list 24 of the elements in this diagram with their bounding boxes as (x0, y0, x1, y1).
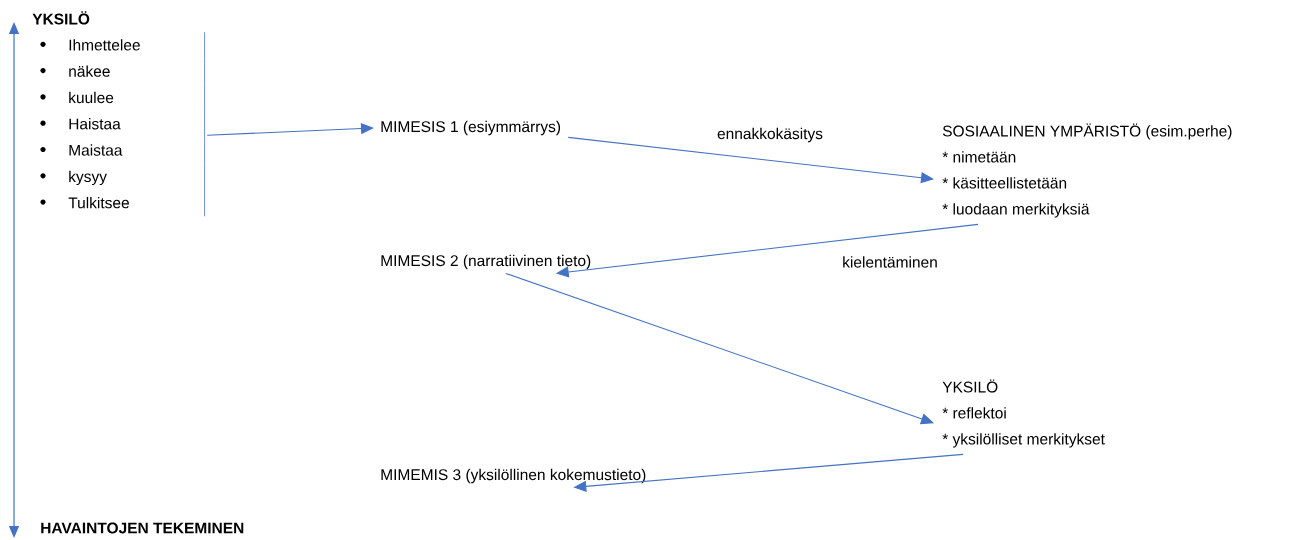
block-text: * luodaan merkityksiä (942, 203, 1090, 218)
stage-label: MIMESIS 2 (narratiivinen tieto) (381, 254, 591, 270)
edge-label: ennakkokäsitys (715, 125, 825, 145)
stage-label: MIMEMIS 3 (yksilöllinen kokemustieto) (381, 468, 646, 484)
block-text: * reflektoi (942, 407, 1006, 419)
list-item: kysyy (69, 170, 107, 186)
block-text: YKSILÖ (942, 379, 998, 393)
list-item: Tulkitsee (68, 196, 129, 209)
block-text: * yksilölliset merkitykset (942, 433, 1105, 448)
list-item: kuulee (69, 91, 114, 104)
block-text: SOSIAALINEN YMPÄRISTÖ (esim.perhe) (942, 123, 1232, 140)
edge-label: kielentäminen (840, 254, 940, 270)
list-item: näkee (69, 65, 110, 77)
arrow (206, 122, 374, 136)
arrow (505, 272, 934, 425)
block-text: * nimetään (942, 151, 1016, 163)
list-item: Maistaa (69, 144, 123, 156)
list-heading: YKSILÖ (32, 11, 90, 25)
list-item: Ihmettelee (69, 39, 140, 51)
axis-label: HAVAINTOJEN TEKEMINEN (41, 522, 244, 534)
block-text: * käsitteellistetään (942, 177, 1067, 189)
stage-label: MIMESIS 1 (esiymmärrys) (381, 120, 561, 136)
list-item: Haistaa (69, 118, 121, 130)
arrow (567, 136, 934, 184)
